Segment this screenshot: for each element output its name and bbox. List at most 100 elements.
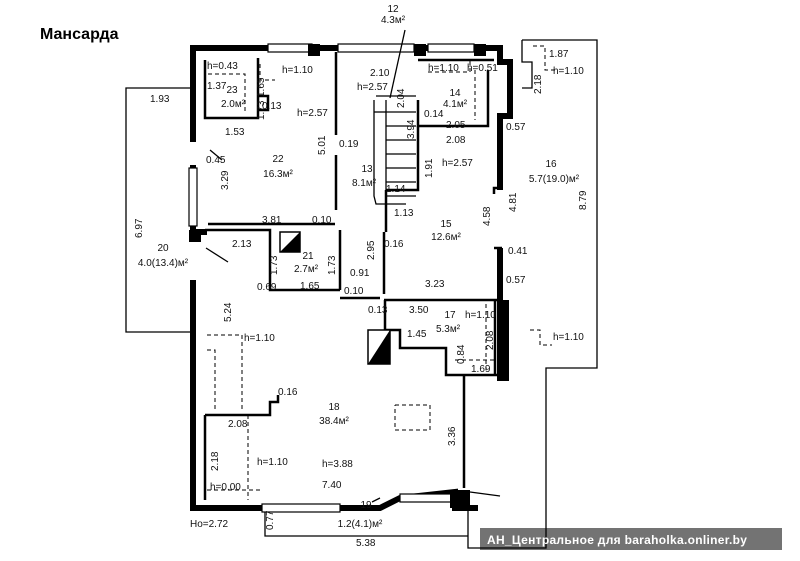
dim-label: 4.58 [482, 206, 493, 226]
dim-label: 1.91 [424, 158, 435, 178]
dim-label: 3.36 [447, 426, 458, 446]
dim-label: 2.10 [370, 68, 390, 79]
dim-label: 3.29 [220, 170, 231, 190]
room-14-num: 14 [449, 88, 461, 99]
dim-label: 1.53 [225, 127, 245, 138]
room-16-area: 5.7(19.0)м² [529, 174, 580, 185]
leader-lines [205, 29, 501, 503]
room-18-area: 38.4м² [319, 416, 349, 427]
dim-label: 0.45 [206, 155, 226, 166]
dim-label: 1.73 [256, 100, 267, 120]
room-14-area: 4.1м² [443, 99, 468, 110]
room-13-area: 8.1м² [352, 178, 377, 189]
dim-label: 7.40 [322, 480, 342, 491]
dim-label: 5.24 [223, 302, 234, 322]
height-label: h=1.10 [465, 310, 496, 321]
staircase [373, 95, 416, 205]
dim-label: 2.13 [232, 239, 252, 250]
dim-label: 1.13 [394, 208, 414, 219]
dim-label: 0.13 [368, 305, 388, 316]
dim-label: 4.81 [508, 192, 519, 212]
dim-label: 0.57 [506, 122, 526, 133]
height-label: h=1.10 [553, 332, 584, 343]
dim-label: 0.14 [424, 109, 444, 120]
dim-label: 2.08 [446, 135, 466, 146]
dim-label: 3.50 [409, 305, 429, 316]
dim-label: 0.77 [265, 510, 276, 530]
room-18-num: 18 [328, 402, 340, 413]
room-12-area: 4.3м² [381, 15, 406, 26]
room-16-num: 16 [545, 159, 557, 170]
base-height: Ho=2.72 [190, 519, 229, 530]
room-15-num: 15 [440, 219, 452, 230]
dim-label: 1.65 [256, 77, 267, 97]
dim-label: 0.41 [508, 246, 528, 257]
height-label: h=0.00 [210, 482, 241, 493]
slope-lines [207, 45, 555, 500]
watermark-text: АН_Центральное для baraholka.onliner.by [487, 533, 747, 547]
room-19-area: 1.2(4.1)м² [338, 519, 383, 530]
dim-label: 5.01 [317, 135, 328, 155]
ceiling-heights: h=0.43 h=1.10 h=2.57 h=2.57 h=1.10 h=0.5… [207, 61, 584, 493]
height-label: h=3.88 [322, 459, 353, 470]
room-20-num: 20 [157, 243, 169, 254]
dim-label: 0.91 [350, 268, 370, 279]
height-label: h=1.10 [244, 333, 275, 344]
room-20-area: 4.0(13.4)м² [138, 258, 189, 269]
room-19-num: 19 [360, 500, 372, 511]
dim-label: 2.95 [366, 240, 377, 260]
dim-label: 5.38 [356, 538, 376, 549]
room-17-num: 17 [444, 310, 456, 321]
room-labels: 12 4.3м² 13 8.1м² 14 4.1м² 15 12.6м² 16 … [138, 4, 580, 530]
dim-label: 1.14 [386, 184, 406, 195]
dim-label: 0.10 [344, 286, 364, 297]
dim-label: 1.93 [150, 94, 170, 105]
dim-label: 1.69 [471, 364, 491, 375]
windows [188, 43, 486, 513]
dim-label: 1.73 [269, 255, 280, 275]
room-17-area: 5.3м² [436, 324, 461, 335]
watermark-backdrop [480, 528, 782, 550]
room-15-area: 12.6м² [431, 232, 461, 243]
height-label: h=1.10 [282, 65, 313, 76]
dim-label: 3.94 [406, 119, 417, 139]
dimension-labels: 1.37 1.53 1.93 0.45 0.13 0.19 2.10 0.14 … [150, 49, 569, 549]
height-label: h=2.57 [442, 158, 473, 169]
height-label: h=1.10 [428, 63, 459, 74]
dim-label: 6.97 [134, 218, 145, 238]
room-23-num: 23 [226, 85, 238, 96]
dim-label: 8.79 [578, 190, 589, 210]
height-label: h=2.57 [297, 108, 328, 119]
room-12-num: 12 [387, 4, 399, 15]
room-21-area: 2.7м² [294, 264, 319, 275]
dim-label: 1.45 [407, 329, 427, 340]
room-22-area: 16.3м² [263, 169, 293, 180]
room-13-num: 13 [361, 164, 373, 175]
dim-label: 0.57 [506, 275, 526, 286]
dim-label: 1.37 [207, 81, 227, 92]
plan-title: Мансарда [40, 26, 119, 43]
dim-label: 1.87 [549, 49, 569, 60]
dim-label: 2.05 [446, 120, 466, 131]
dim-label: 2.04 [396, 88, 407, 108]
dim-label: 0.69 [257, 282, 277, 293]
room-22-num: 22 [272, 154, 284, 165]
interior-walls [203, 52, 502, 500]
dim-label: 0.19 [339, 139, 359, 150]
room-23-area: 2.0м² [221, 99, 246, 110]
dim-label: 1.65 [300, 281, 320, 292]
height-label: h=1.10 [257, 457, 288, 468]
dim-label: 2.18 [210, 451, 221, 471]
dim-label: 0.16 [278, 387, 298, 398]
vertical-dimension-labels: 1.65 1.73 6.97 3.29 5.01 2.04 3.94 1.91 … [134, 74, 589, 530]
chimneys [279, 231, 391, 365]
dim-label: 2.08 [228, 419, 248, 430]
height-label: h=2.57 [357, 82, 388, 93]
height-label: h=1.10 [553, 66, 584, 77]
dim-label: 0.13 [262, 101, 282, 112]
dim-label: 1.73 [327, 255, 338, 275]
dim-label: 2.08 [485, 330, 496, 350]
watermark: АН_Центральное для baraholka.onliner.by [480, 528, 782, 550]
height-label: h=0.43 [207, 61, 238, 72]
